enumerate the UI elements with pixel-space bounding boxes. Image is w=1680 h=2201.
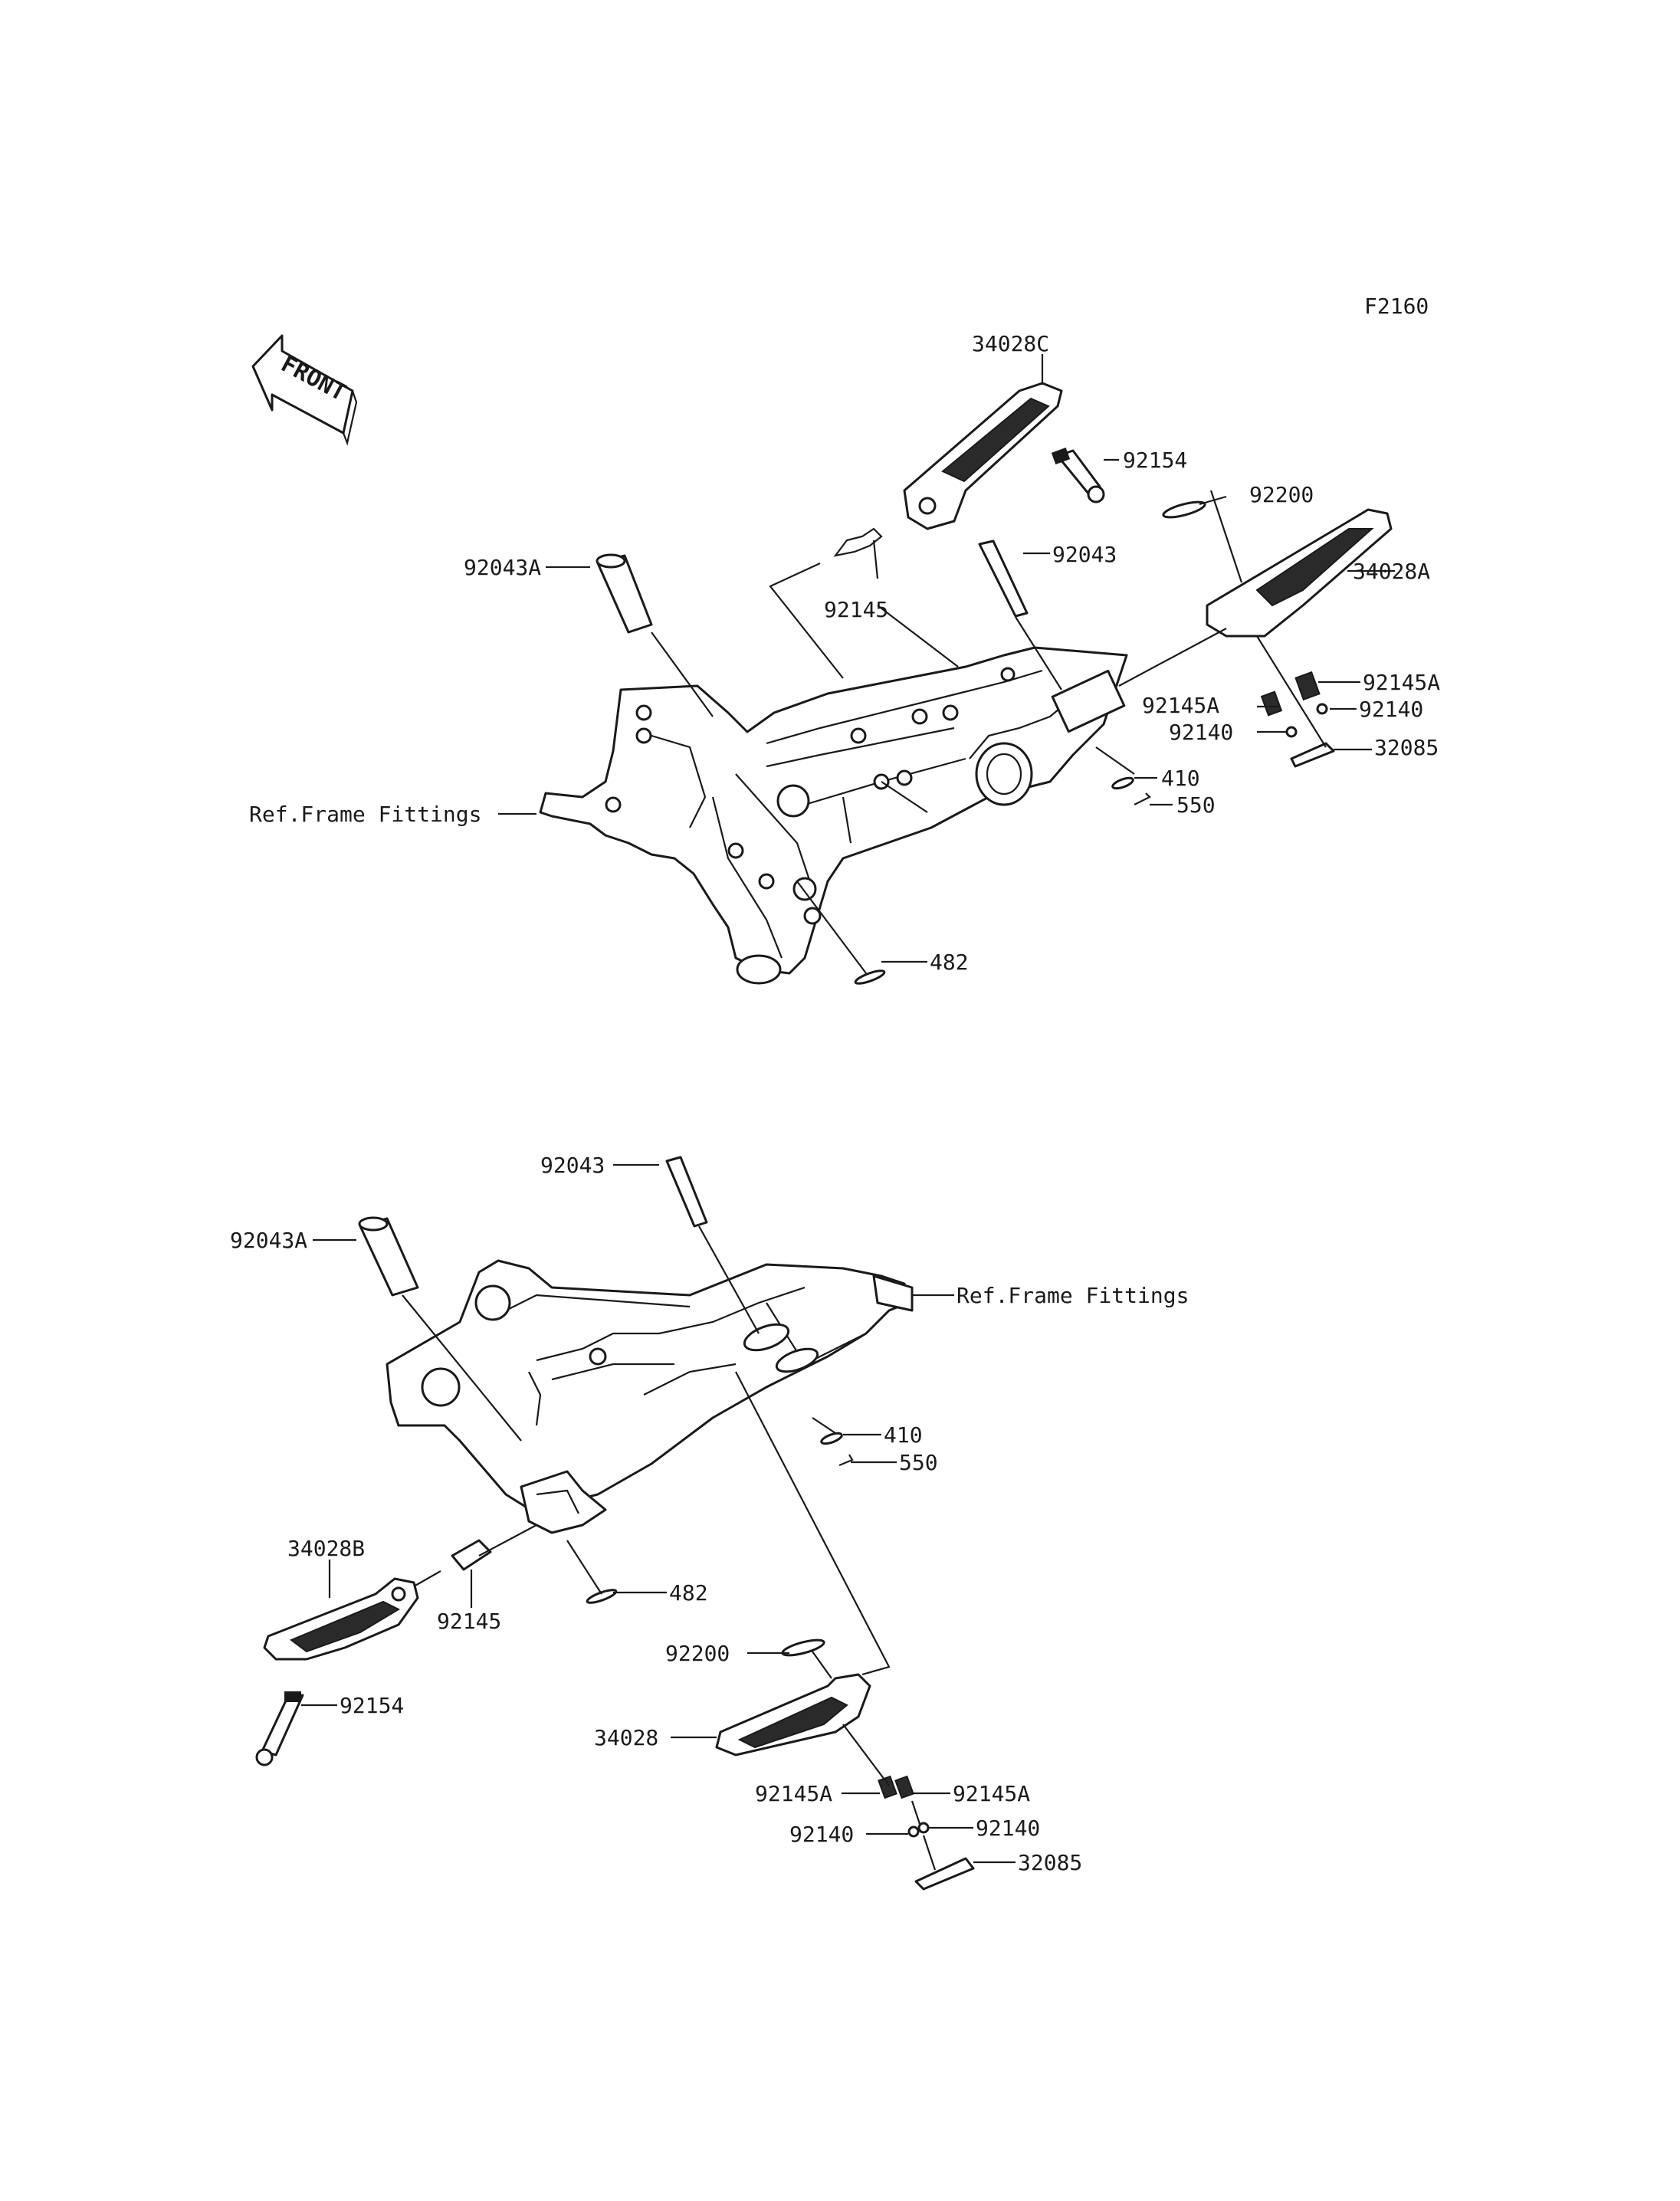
lower-leader-lines [301,1163,1016,1871]
upper-bracket [539,646,1128,985]
callout-92200-upper: 92200 [1249,482,1314,507]
upper-leader-lines [498,354,1395,974]
upper-assembly: 34028C 92154 92200 92043 34028A 92043A 9… [249,331,1440,985]
callout-482-lower: 482 [669,1580,708,1606]
callout-34028: 34028 [594,1725,658,1750]
callout-92154-upper: 92154 [1123,448,1187,473]
bushing-92043A-upper [596,553,653,634]
pin-92043-upper [978,540,1029,618]
cotter-pin-550-lower [838,1454,854,1467]
figure-code: F2160 [1364,294,1429,319]
lower-assembly: 92043 92043A Ref.Frame Fittings 410 550 … [230,1153,1189,1891]
clip-32085-upper [1290,742,1335,768]
washer-410-upper [1111,776,1134,790]
spring-92145-lower [451,1539,492,1571]
ball-92140-lower-left [907,1825,920,1838]
callout-32085-upper: 32085 [1374,735,1439,760]
ball-92140-lower-right [917,1822,930,1834]
callout-92043-upper: 92043 [1052,542,1117,567]
callout-92043A-lower: 92043A [230,1228,307,1253]
cotter-pin-550-upper [1134,792,1151,805]
circlip-482-lower [586,1589,618,1604]
ball-92140-upper-right [1316,703,1328,715]
footpeg-34028B [263,1577,419,1661]
callout-92140-upper-right: 92140 [1359,697,1423,722]
callout-ref-frame-upper: Ref.Frame Fittings [249,802,481,827]
circlip-482-upper [854,969,886,985]
pin-92154-lower [255,1691,304,1766]
pin-92043-lower [665,1156,708,1228]
pin-92154 [1051,448,1105,504]
callout-92145A-upper-left: 92145A [1142,693,1219,718]
callout-92145-upper: 92145 [824,597,888,622]
callout-550-upper: 550 [1176,792,1216,818]
callout-410-upper: 410 [1161,766,1200,791]
washer-92200-lower [781,1638,825,1657]
washer-92200-upper [1162,500,1206,519]
callout-34028B: 34028B [287,1536,365,1561]
callout-92145A-upper-right: 92145A [1363,670,1440,695]
bushing-92043A-lower [358,1216,419,1297]
callout-92145-lower: 92145 [437,1609,501,1634]
spring-92145A-lower-right [894,1775,914,1799]
callout-92140-lower-right: 92140 [976,1816,1040,1841]
callout-32085-lower: 32085 [1018,1850,1082,1875]
washer-410-lower [820,1432,843,1445]
lower-bracket [386,1259,914,1534]
callout-482-upper: 482 [930,950,969,975]
callout-34028C: 34028C [972,331,1049,356]
callout-92140-upper-left: 92140 [1169,720,1233,745]
spring-92145A-upper-right [1294,671,1321,701]
spring-92145A-upper-left [1260,690,1283,717]
callout-550-lower: 550 [899,1450,938,1475]
callout-92200-lower: 92200 [665,1641,730,1666]
footpeg-34028C [903,382,1063,530]
callout-92154-lower: 92154 [340,1693,404,1718]
spring-92145A-lower-left [878,1775,897,1799]
callout-92145A-lower-right: 92145A [953,1781,1030,1806]
callout-34028A: 34028A [1353,559,1430,584]
callout-92043-lower: 92043 [540,1153,605,1178]
callout-ref-frame-lower: Ref.Frame Fittings [956,1283,1189,1308]
footpeg-34028 [715,1673,871,1757]
callout-92043A-upper: 92043A [464,555,541,580]
clip-32085-lower [914,1857,975,1891]
footpeg-34028A [1206,508,1393,638]
callout-92140-lower-left: 92140 [789,1822,854,1847]
ball-92140-upper-left [1285,726,1298,738]
callout-92145A-lower-left: 92145A [755,1781,832,1806]
front-arrow-icon: FRONT [251,334,358,446]
callout-410-lower: 410 [884,1422,923,1448]
spring-92145-upper [833,527,883,557]
